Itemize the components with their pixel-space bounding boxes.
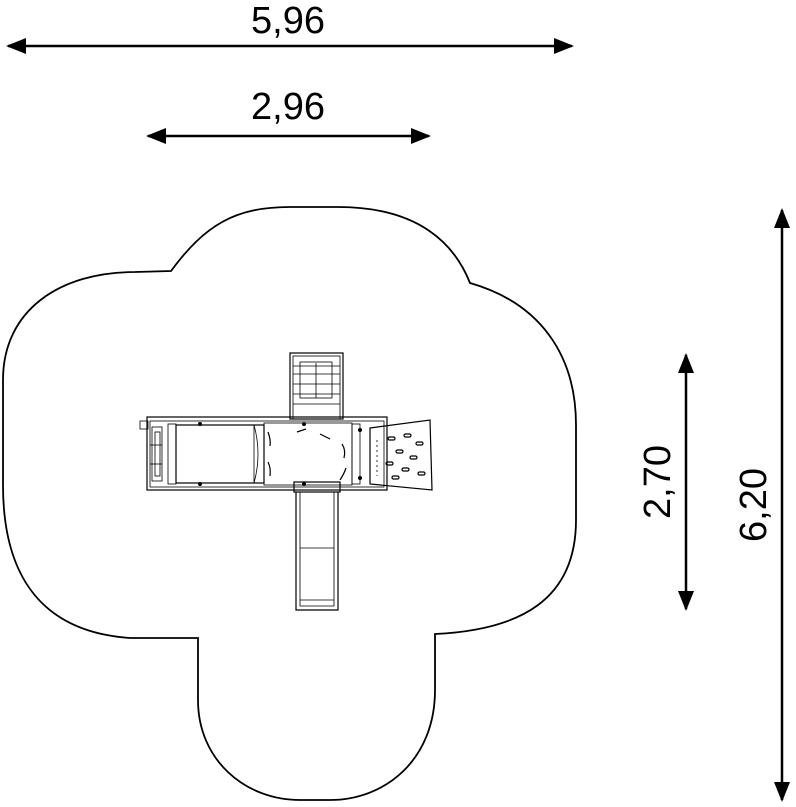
overall-width-label: 5,96 [251, 0, 325, 42]
climbing-wall-ramp [369, 419, 433, 491]
overall-depth-label: 6,20 [733, 468, 775, 542]
overall-width-dimension: 5,96 [6, 0, 574, 54]
slide [293, 481, 341, 611]
safety-zone-outline [2, 206, 577, 801]
equipment-depth-dimension: 2,70 [637, 353, 694, 611]
play-equipment [139, 352, 433, 611]
platform-deck [139, 416, 388, 491]
equipment-width-label: 2,96 [251, 86, 325, 128]
equipment-width-dimension: 2,96 [146, 86, 431, 144]
equipment-depth-label: 2,70 [637, 445, 679, 519]
overall-depth-dimension: 6,20 [733, 208, 790, 802]
climbing-ladder [289, 352, 344, 420]
